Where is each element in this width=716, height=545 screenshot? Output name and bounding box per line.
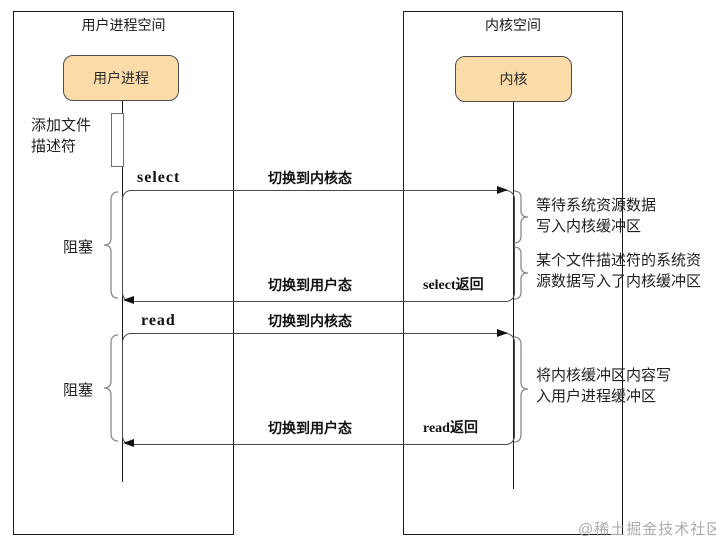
- wait-data-brace-icon: [513, 190, 529, 244]
- select-return-switch-label: 切换到用户态: [268, 277, 352, 293]
- select-switch-label: 切换到内核态: [268, 170, 352, 186]
- kernel-space-frame: 内核空间: [403, 11, 623, 535]
- block-select-label: 阻塞: [63, 239, 94, 256]
- kernel-actor: 内核: [455, 56, 572, 102]
- add-fd-note: 添加文件 描述符: [31, 117, 92, 155]
- read-return-switch-label: 切换到用户态: [268, 420, 352, 436]
- select-return-arrowhead-icon: [123, 296, 134, 304]
- copy-buffer-note: 将内核缓冲区内容写 入用户进程缓冲区: [536, 367, 672, 405]
- data-ready-note: 某个文件描述符的系统资 源数据写入了内核缓冲区: [536, 252, 702, 290]
- select-arrowhead-icon: [497, 186, 508, 194]
- block-read-label: 阻塞: [63, 382, 94, 399]
- select-call-label: select: [137, 169, 181, 186]
- user-space-title: 用户进程空间: [81, 17, 166, 33]
- kernel-space-title: 内核空间: [485, 17, 541, 33]
- user-process-actor: 用户进程: [63, 55, 179, 101]
- read-return-label: read返回: [423, 421, 478, 436]
- read-block-region: [122, 333, 515, 445]
- add-fd-activation: [111, 113, 124, 167]
- wait-data-note: 等待系统资源数据 写入内核缓冲区: [536, 197, 657, 235]
- watermark: @稀土掘金技术社区: [578, 521, 716, 538]
- read-call-label: read: [141, 312, 176, 329]
- user-space-frame: 用户进程空间: [13, 11, 234, 535]
- select-return-label: select返回: [423, 278, 484, 293]
- read-switch-label: 切换到内核态: [268, 313, 352, 329]
- kernel-actor-label: 内核: [499, 71, 528, 87]
- data-ready-brace-icon: [513, 246, 529, 300]
- read-arrowhead-icon: [497, 329, 508, 337]
- copy-buffer-brace-icon: [513, 336, 529, 443]
- user-process-actor-label: 用户进程: [93, 70, 149, 86]
- block-select-brace-icon: [103, 191, 119, 299]
- block-read-brace-icon: [103, 334, 119, 442]
- read-return-arrowhead-icon: [123, 439, 134, 447]
- select-block-region: [122, 190, 515, 302]
